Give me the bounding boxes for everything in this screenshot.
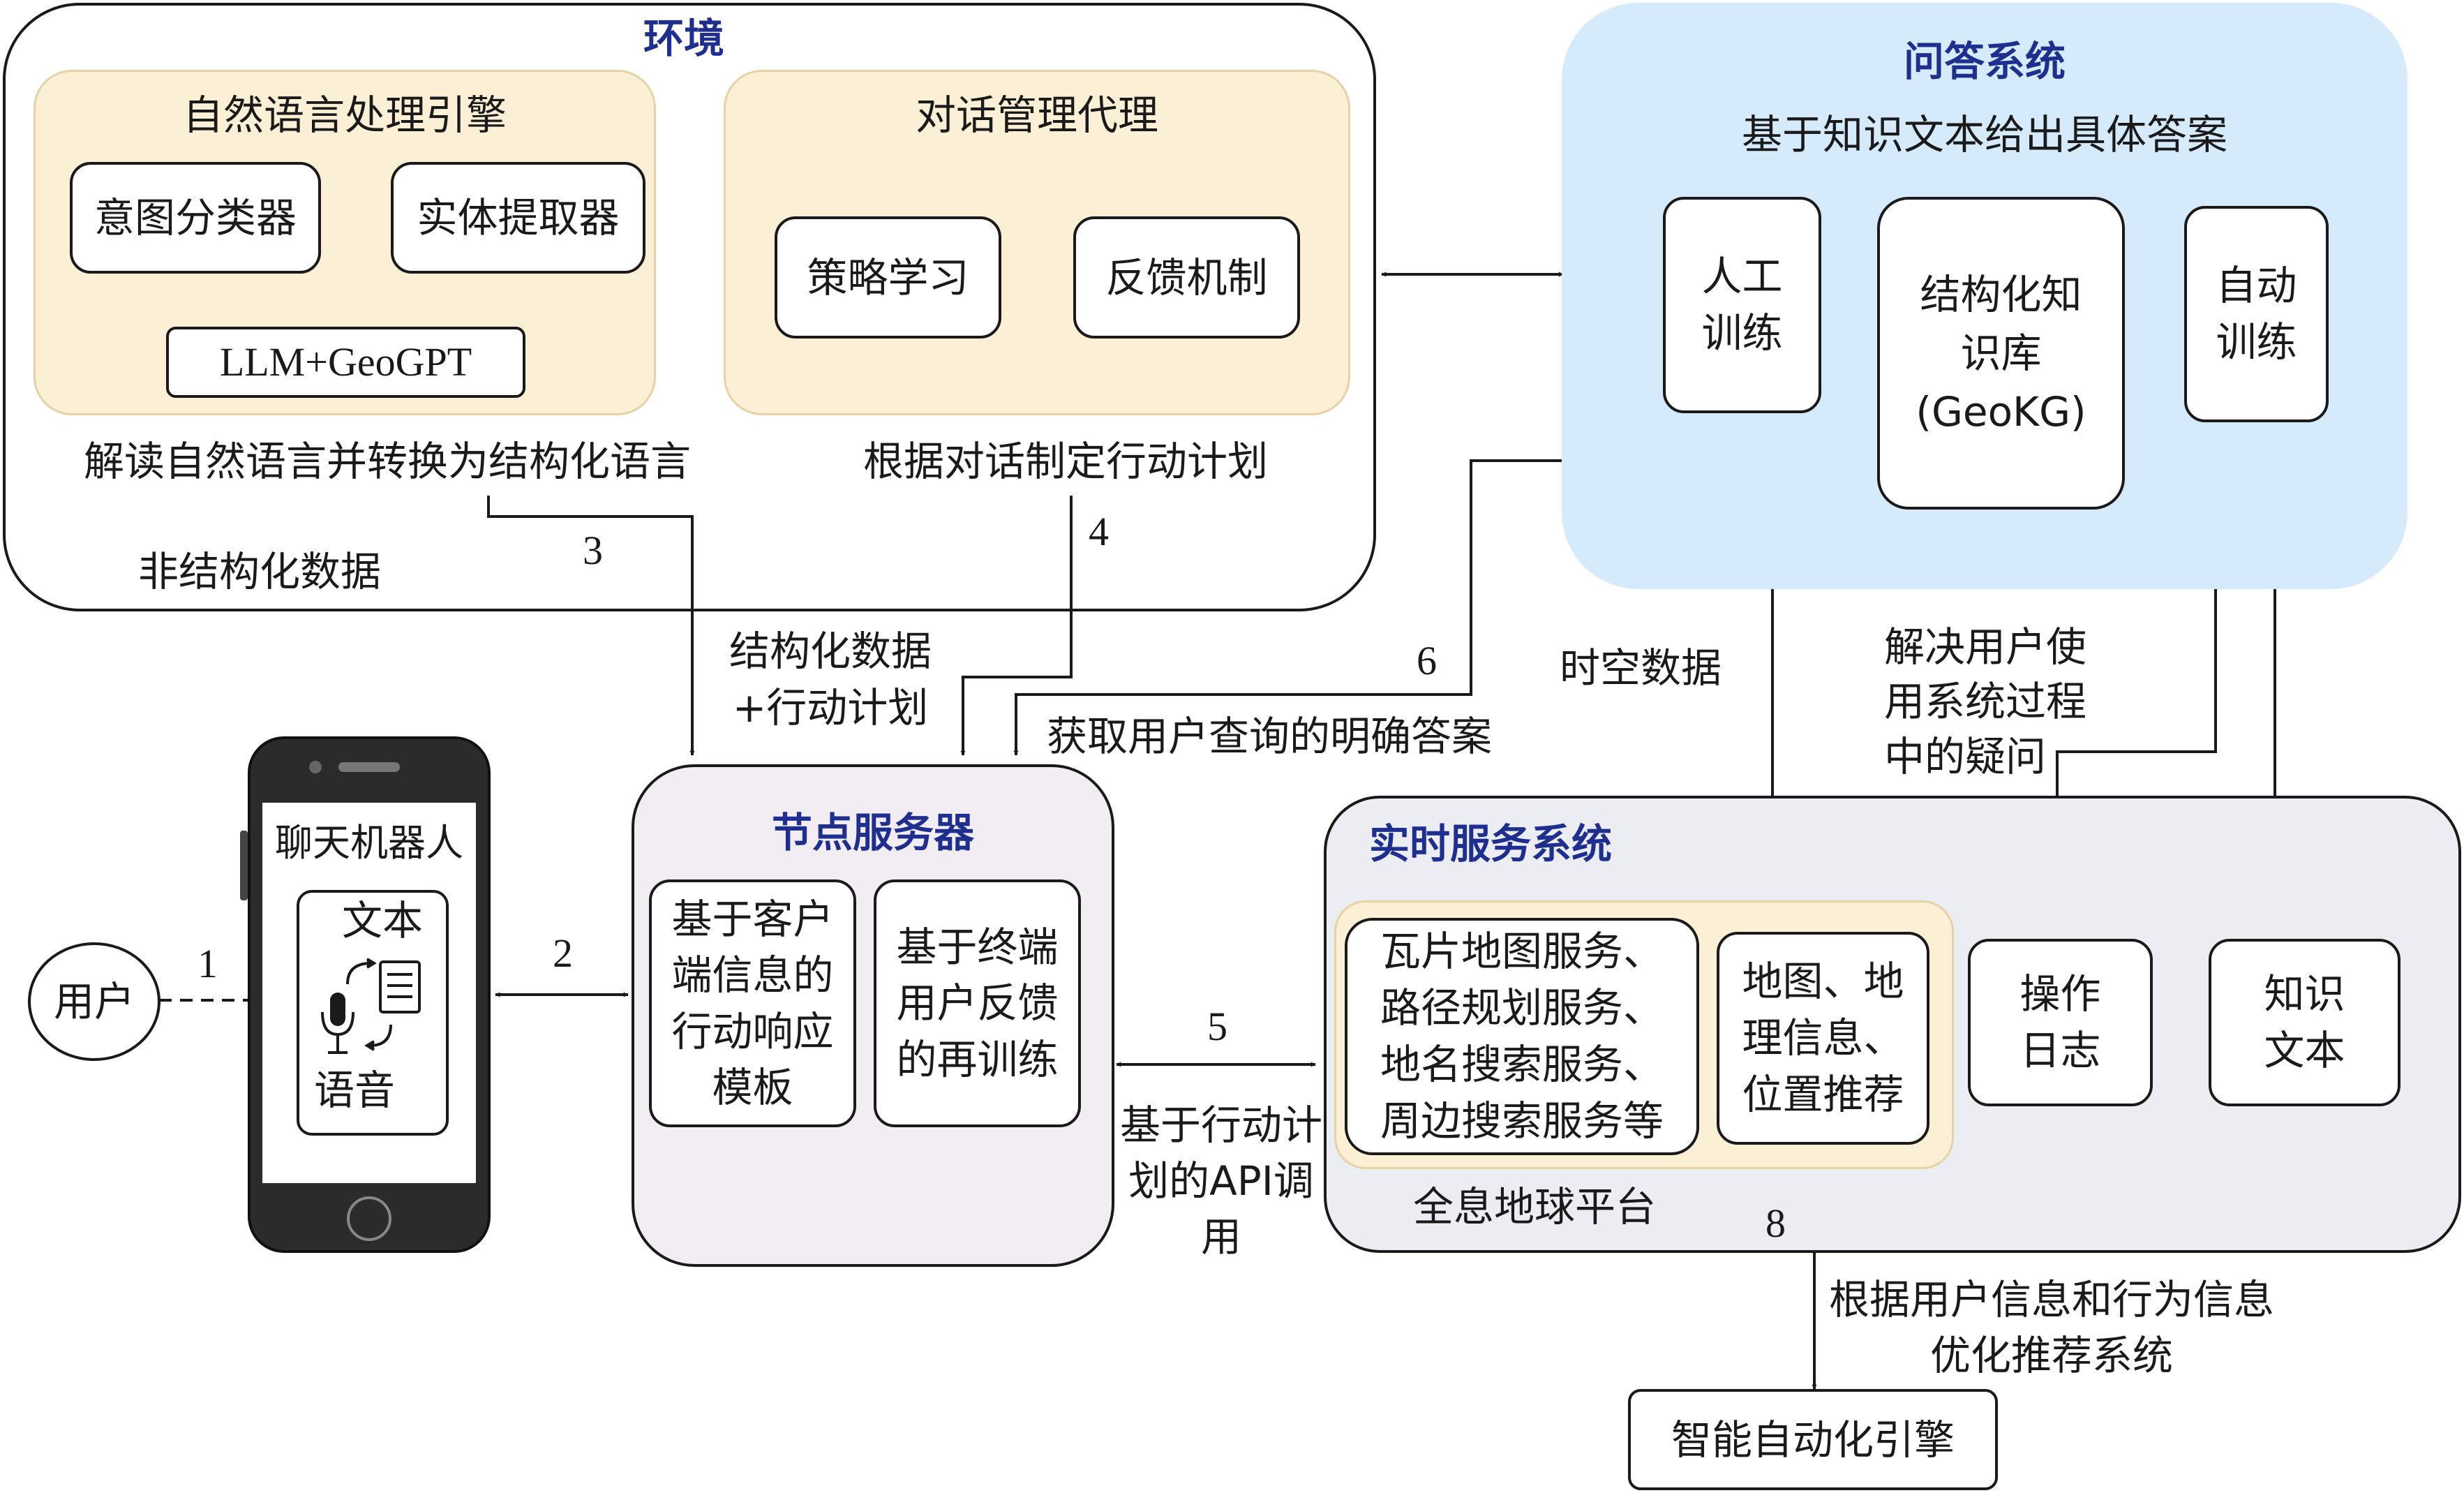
qa-system-subtitle: 基于知识文本给出具体答案 — [1741, 111, 2227, 158]
phone-home-button — [347, 1196, 391, 1241]
voice-text-icon — [321, 958, 421, 1054]
auto-training-box: 自动训练 — [2184, 206, 2329, 422]
step-2-label: 2 — [553, 930, 573, 976]
node-server-title: 节点服务器 — [771, 809, 974, 856]
nlp-engine-title: 自然语言处理引擎 — [182, 91, 507, 139]
dialog-agent-title: 对话管理代理 — [915, 91, 1158, 139]
optimize-recommend-label: 根据用户信息和行为信息优化推荐系统 — [1828, 1276, 2274, 1380]
map-services-box: 瓦片地图服务、路径规划服务、地名搜索服务、周边搜索服务等 — [1345, 918, 1699, 1155]
geo-recommend-box: 地图、地理信息、位置推荐 — [1717, 932, 1929, 1145]
step-8-label: 8 — [1765, 1201, 1786, 1246]
dialog-caption: 根据对话制定行动计划 — [863, 438, 1269, 485]
structured-kb-box: 结构化知识库(GeoKG) — [1877, 197, 2125, 510]
text-label: 文本 — [342, 897, 424, 944]
api-call-label: 基于行动计划的API调用 — [1119, 1101, 1322, 1261]
environment-title: 环境 — [643, 15, 724, 62]
operation-log-box: 操作日志 — [1968, 939, 2153, 1106]
answer-label: 获取用户查询的明确答案 — [1047, 713, 1493, 760]
user-node: 用户 — [28, 942, 160, 1061]
realtime-service-title: 实时服务系统 — [1369, 820, 1613, 868]
phone-side-button — [240, 831, 248, 900]
step-6-label: 6 — [1417, 638, 1437, 683]
intent-classifier-box: 意图分类器 — [70, 162, 321, 274]
step-3-label: 3 — [583, 528, 603, 573]
structured-data-label: 结构化数据+行动计划 — [729, 627, 932, 732]
automation-engine-box: 智能自动化引擎 — [1628, 1389, 1998, 1490]
manual-training-box: 人工训练 — [1663, 197, 1821, 413]
step-4-label: 4 — [1089, 509, 1109, 554]
spatiotemporal-label: 时空数据 — [1560, 644, 1722, 692]
qa-system-title: 问答系统 — [1903, 38, 2066, 85]
feedback-mechanism-box: 反馈机制 — [1073, 216, 1300, 339]
path-3-arrow — [487, 496, 695, 756]
response-template-box: 基于客户端信息的行动响应模板 — [649, 879, 856, 1127]
phone-speaker — [338, 762, 400, 772]
step-1-label: 1 — [197, 941, 218, 986]
llm-geogpt-box: LLM+GeoGPT — [166, 327, 525, 398]
retraining-box: 基于终端用户反馈的再训练 — [874, 879, 1081, 1127]
nlp-caption: 解读自然语言并转换为结构化语言 — [84, 438, 692, 485]
knowledge-text-box: 知识文本 — [2209, 939, 2400, 1106]
chatbot-title: 聊天机器人 — [275, 821, 463, 865]
resolve-questions-label: 解决用户使用系统过程中的疑问 — [1884, 623, 2087, 780]
environment-panel — [3, 3, 1376, 611]
voice-label: 语音 — [314, 1067, 396, 1114]
phone-camera — [309, 761, 322, 773]
policy-learning-box: 策略学习 — [775, 216, 1001, 339]
holographic-platform-label: 全息地球平台 — [1413, 1183, 1657, 1231]
step-5-label: 5 — [1207, 1004, 1227, 1049]
entity-extractor-box: 实体提取器 — [391, 162, 645, 274]
unstructured-data-label: 非结构化数据 — [138, 548, 382, 595]
